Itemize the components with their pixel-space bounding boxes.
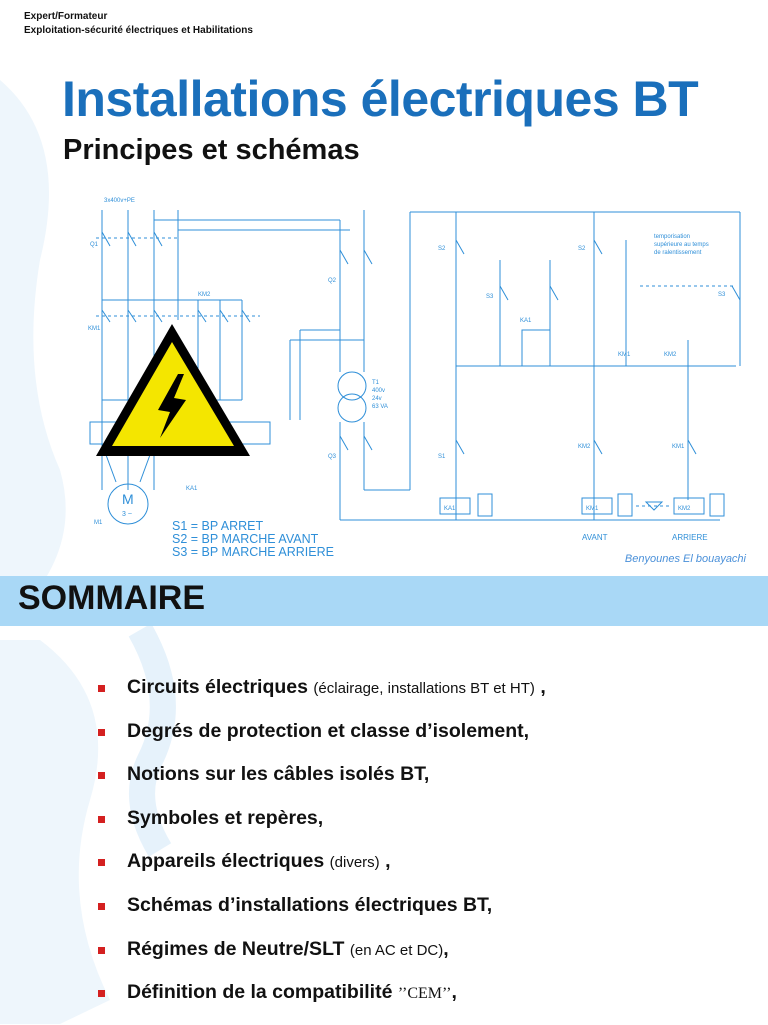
list-item: Degrés de protection et classe d’isoleme… [98,720,758,764]
diagram-label-km2-c: KM2 [578,444,591,450]
diagram-label-q1: Q1 [90,242,99,248]
bullet-icon [98,859,105,867]
diagram-label-km2-d: KM2 [678,506,691,512]
list-item-aside: (divers) [329,854,380,872]
diagram-label-km1-b: KM1 [618,352,631,358]
bullet-icon [98,990,105,998]
diagram-label-s2-a: S2 [438,246,446,252]
bullet-icon [98,902,105,910]
diagram-label-km2: KM2 [198,292,211,298]
sommaire-title: SOMMAIRE [18,579,205,617]
diagram-label-ka1-c: KA1 [444,506,456,512]
header-credentials: Expert/Formateur Exploitation-sécurité é… [24,10,253,38]
header-line-1: Expert/Formateur [24,11,108,22]
list-item: Appareils électriques (divers) , [98,850,758,894]
list-item-main: Notions sur les câbles isolés BT, [127,763,430,786]
diagram-legend-1: S1 = BP ARRET [172,519,263,533]
list-item-main: Symboles et repères, [127,806,324,829]
list-item: Notions sur les câbles isolés BT, [98,763,758,807]
wiring-diagram: 3x400v+PE Q1 KM1 KM2 M1 M 3 ~ Q2 Q3 T1 4… [88,198,741,559]
sommaire-list: Circuits électriques (éclairage, install… [98,676,758,1025]
diagram-label-t1: T1 [372,380,380,386]
list-item-main: Schémas d’installations électriques BT, [127,893,493,916]
diagram-label-km1: KM1 [88,326,101,332]
list-item-main: Régimes de Neutre/SLT [127,937,345,960]
list-item-main: Définition de la compatibilité [127,981,393,1004]
diagram-tempo-2: supérieure au temps [654,242,709,248]
list-item-main: Appareils électriques [127,850,325,873]
page-subtitle: Principes et schémas [63,134,360,166]
list-item-tail: , [385,850,391,873]
diagram-label-s1: S1 [438,454,446,460]
diagram-motor-label: M [122,491,134,507]
diagram-label-ka1-b: KA1 [520,318,532,324]
diagram-label-ka1-a: KA1 [186,486,198,492]
diagram-t1-spec3: 63 VA [372,404,388,410]
diagram-label-km2-b: KM2 [664,352,677,358]
diagram-label-km1-c: KM1 [672,444,685,450]
page-title: Installations électriques BT [62,71,699,127]
diagram-label-km1-d: KM1 [586,506,599,512]
list-item: Régimes de Neutre/SLT (en AC et DC), [98,938,758,982]
bullet-icon [98,815,105,823]
diagram-label-s3-a: S3 [718,292,726,298]
diagram-t1-spec1: 400v [372,388,385,394]
list-item-aside: (éclairage, installations BT et HT) [313,680,535,697]
list-item-main: Degrés de protection et classe d’isoleme… [127,719,530,742]
list-item: Schémas d’installations électriques BT, [98,894,758,938]
diagram-label-avant: AVANT [582,533,608,542]
list-item-aside: ’’CEM’’ [397,985,452,1003]
bullet-icon [98,728,105,736]
diagram-t1-spec2: 24v [372,396,382,402]
bullet-icon [98,772,105,780]
header-line-2: Exploitation-sécurité électriques et Hab… [24,25,253,36]
list-item-aside: (en AC et DC) [349,941,444,959]
diagram-tempo-1: temporisation [654,234,690,240]
list-item-tail: , [540,676,546,698]
list-item-tail: , [443,937,449,960]
diagram-label-s2-b: S2 [578,246,586,252]
bullet-icon [98,685,105,692]
diagram-legend-2: S2 = BP MARCHE AVANT [172,532,319,546]
list-item: Définition de la compatibilité ’’CEM’’, [98,981,758,1025]
list-item: Circuits électriques (éclairage, install… [98,676,758,720]
diagram-label-m1: M1 [94,520,103,526]
diagram-motor-sub: 3 ~ [122,511,132,518]
diagram-label-s3-b: S3 [486,294,494,300]
diagram-label-q3: Q3 [328,454,337,460]
sommaire-banner [0,576,768,626]
list-item-main: Circuits électriques [127,676,308,698]
author-credit: Benyounes El bouayachi [624,553,746,565]
diagram-label-arriere: ARRIERE [672,533,708,542]
diagram-supply-label: 3x400v+PE [104,198,135,204]
diagram-label-q2: Q2 [328,278,337,284]
list-item-tail: , [451,981,457,1004]
diagram-tempo-3: de ralentissement [654,250,702,256]
list-item: Symboles et repères, [98,807,758,851]
diagram-legend-3: S3 = BP MARCHE ARRIERE [172,545,334,559]
high-voltage-warning-icon [96,324,250,456]
bullet-icon [98,946,105,954]
